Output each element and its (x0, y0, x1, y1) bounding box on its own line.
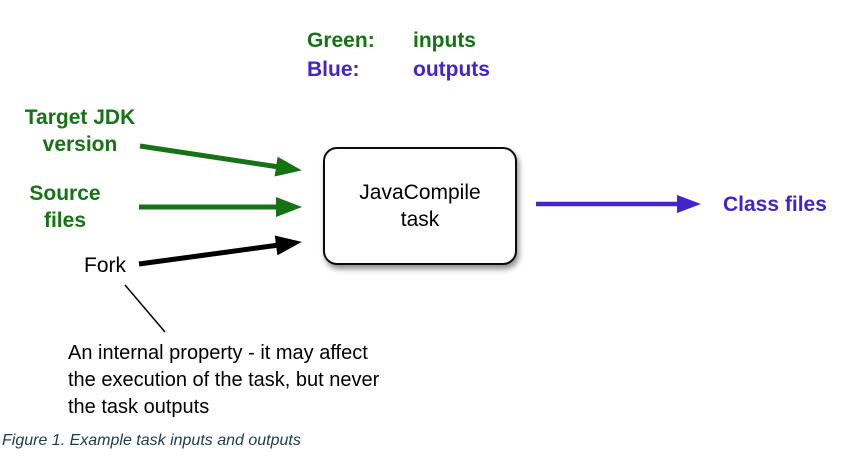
fork-label: Fork (84, 254, 126, 277)
javacompile-task-box: JavaCompile task (323, 147, 517, 265)
input-label-target-jdk-version: Target JDK version (24, 106, 136, 156)
output-label-class-files: Class files (723, 193, 827, 216)
legend-value-inputs: inputs (413, 29, 476, 52)
arrow-fork-internal (138, 235, 302, 267)
input-label-source-files: Source files (29, 182, 101, 232)
fork-note-connector-line (124, 284, 166, 333)
legend-value-outputs: outputs (413, 58, 490, 81)
figure-caption: Figure 1. Example task inputs and output… (2, 432, 301, 449)
arrow-target-jdk-input (139, 143, 302, 177)
legend: Green: inputs Blue: outputs (307, 26, 490, 84)
task-box-label: JavaCompile task (359, 181, 481, 231)
internal-property-note: An internal property - it may affect the… (68, 342, 380, 418)
legend-key-green: Green: (307, 29, 375, 52)
legend-key-blue: Blue: (307, 58, 360, 81)
